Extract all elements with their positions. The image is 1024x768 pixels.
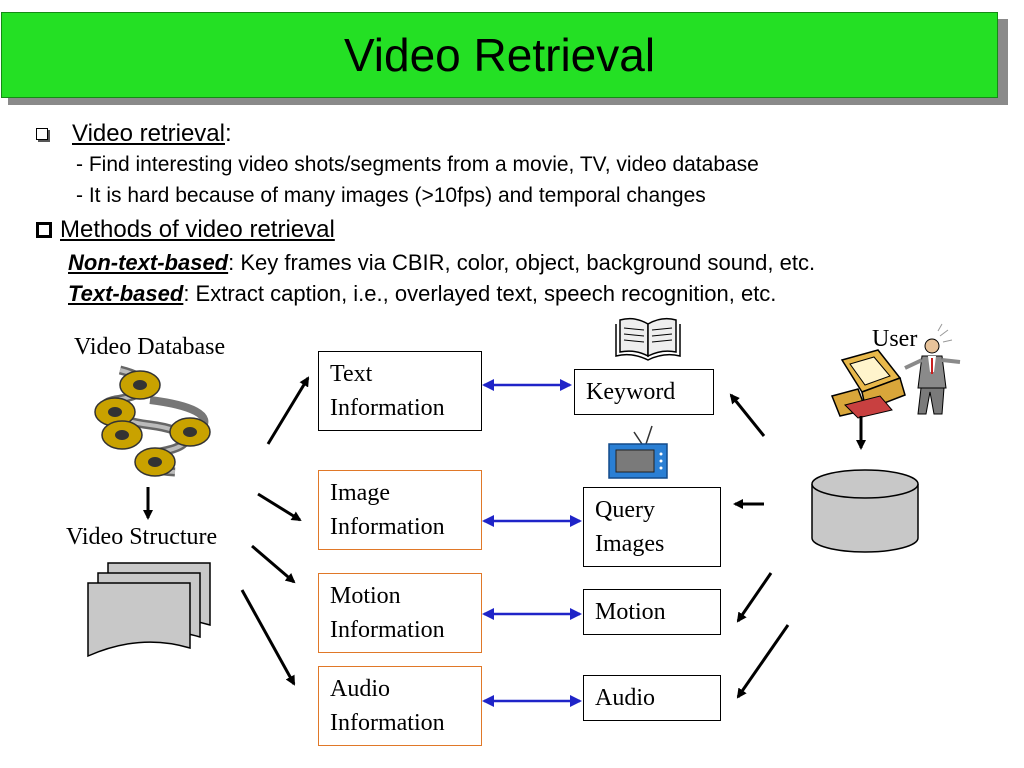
bullet-heading: Methods of video retrieval (60, 216, 335, 243)
arrow-to-image-info (257, 492, 302, 522)
box-line: Information (330, 514, 445, 540)
audio-box: Audio (583, 675, 721, 721)
box-line: Query (595, 497, 655, 523)
box-line: Images (595, 531, 665, 557)
arrow-to-audio (736, 624, 790, 699)
arrow-to-keyword (729, 393, 766, 437)
title-bar: Video Retrieval (1, 12, 998, 98)
video-structure-label: Video Structure (66, 524, 218, 550)
box-line: Information (330, 617, 445, 643)
box-line: Image (330, 480, 390, 506)
sub-bullet-hard: - It is hard because of many images (>10… (76, 184, 706, 207)
tv-icon (608, 425, 668, 479)
box-line: Motion (330, 583, 401, 609)
bullet-heading-colon: : (224, 120, 232, 147)
database-icon (811, 469, 919, 553)
video-database-label: Video Database (74, 334, 226, 360)
arrow-to-motion-info (251, 544, 296, 584)
slide-title: Video Retrieval (343, 29, 656, 81)
box-line: Information (330, 710, 445, 736)
arrow-to-motion (736, 572, 773, 623)
method-text: Text-based: Extract caption, i.e., overl… (68, 281, 776, 307)
keyword-box: Keyword (574, 369, 714, 415)
filled-square-bullet-icon (36, 222, 52, 238)
motion-box: Motion (583, 589, 721, 635)
method-desc: : Key frames via CBIR, color, object, ba… (228, 250, 816, 275)
text-information-box: Text Information (318, 351, 482, 431)
document-stack-icon (87, 562, 211, 658)
query-images-box: Query Images (583, 487, 721, 567)
image-information-box: Image Information (318, 470, 482, 550)
arrow-to-audio-info (240, 589, 296, 686)
arrow-to-text-info (266, 376, 310, 445)
film-reels-icon (94, 365, 211, 477)
method-term: Text-based (68, 281, 184, 306)
box-line: Information (330, 395, 445, 421)
bullet-methods: Methods of video retrieval (36, 216, 335, 244)
box-line: Keyword (586, 379, 676, 405)
box-line: Text (330, 361, 373, 387)
bullet-video-retrieval: Video retrieval: (36, 120, 232, 148)
box-line: Audio (330, 676, 390, 702)
motion-information-box: Motion Information (318, 573, 482, 653)
method-term: Non-text-based (68, 250, 229, 275)
box-line: Audio (595, 685, 655, 711)
user-label: User (872, 326, 918, 352)
sub-bullet-find: - Find interesting video shots/segments … (76, 153, 759, 176)
method-non-text: Non-text-based: Key frames via CBIR, col… (68, 250, 815, 276)
box-line: Motion (595, 599, 666, 625)
book-icon (615, 317, 681, 361)
hollow-square-bullet-icon (36, 128, 48, 140)
method-desc: : Extract caption, i.e., overlayed text,… (183, 281, 777, 306)
bullet-heading: Video retrieval (72, 120, 225, 147)
user-computer-icon (830, 323, 961, 419)
audio-information-box: Audio Information (318, 666, 482, 746)
